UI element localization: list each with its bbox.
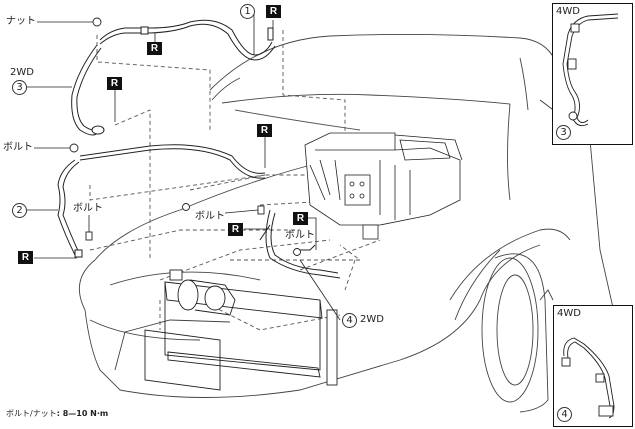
pipe-3 [71,44,105,136]
bolt-label-right: ボルト [285,230,315,241]
inset-variant-label: 4WD [557,308,581,319]
replace-marker: R [107,77,122,90]
callout-2: 2 [12,203,27,218]
bolt-left [69,143,79,153]
replace-marker: R [228,223,243,236]
bolt-label-mid: ボルト [73,203,103,214]
replace-marker: R [147,42,162,55]
inset-4wd-part4: 4WD 4 [553,305,633,427]
inset-pipe-3 [562,13,619,127]
nut-top [92,17,102,27]
callout-4: 4 [342,313,357,328]
torque-note-value: : 8—10 N·m [56,409,109,418]
front-wheel [481,253,554,413]
condenser [144,281,338,391]
part4-variant-label: 2WD [360,314,384,325]
replace-marker: R [257,124,272,137]
bolt-label-center: ボルト [195,211,225,222]
fasteners [69,17,301,256]
callout-3: 3 [12,80,27,95]
hvac-unit [304,132,463,240]
torque-note-prefix: ボルト/ナット [6,409,57,418]
replace-marker: R [18,251,33,264]
inset-callout-4: 4 [557,407,572,422]
torque-note: ボルト/ナット: 8—10 N·m [6,408,108,419]
pipe-2 [57,144,266,258]
bolt-mid-left [85,231,93,241]
bolt-label-left: ボルト [3,142,33,153]
inset-4wd-part3: 4WD 3 [552,3,633,145]
compressor [169,269,236,316]
inset-callout-3: 3 [556,125,571,140]
leader-lines [27,14,341,321]
callout-1: 1 [240,4,255,19]
inset-variant-label: 4WD [556,6,580,17]
nut-label: ナット [6,16,36,27]
replace-marker: R [266,5,281,18]
pipe-1 [99,19,276,61]
part3-variant-label: 2WD [10,67,34,78]
replace-marker: R [293,212,308,225]
inset-pipe-4 [561,337,615,419]
